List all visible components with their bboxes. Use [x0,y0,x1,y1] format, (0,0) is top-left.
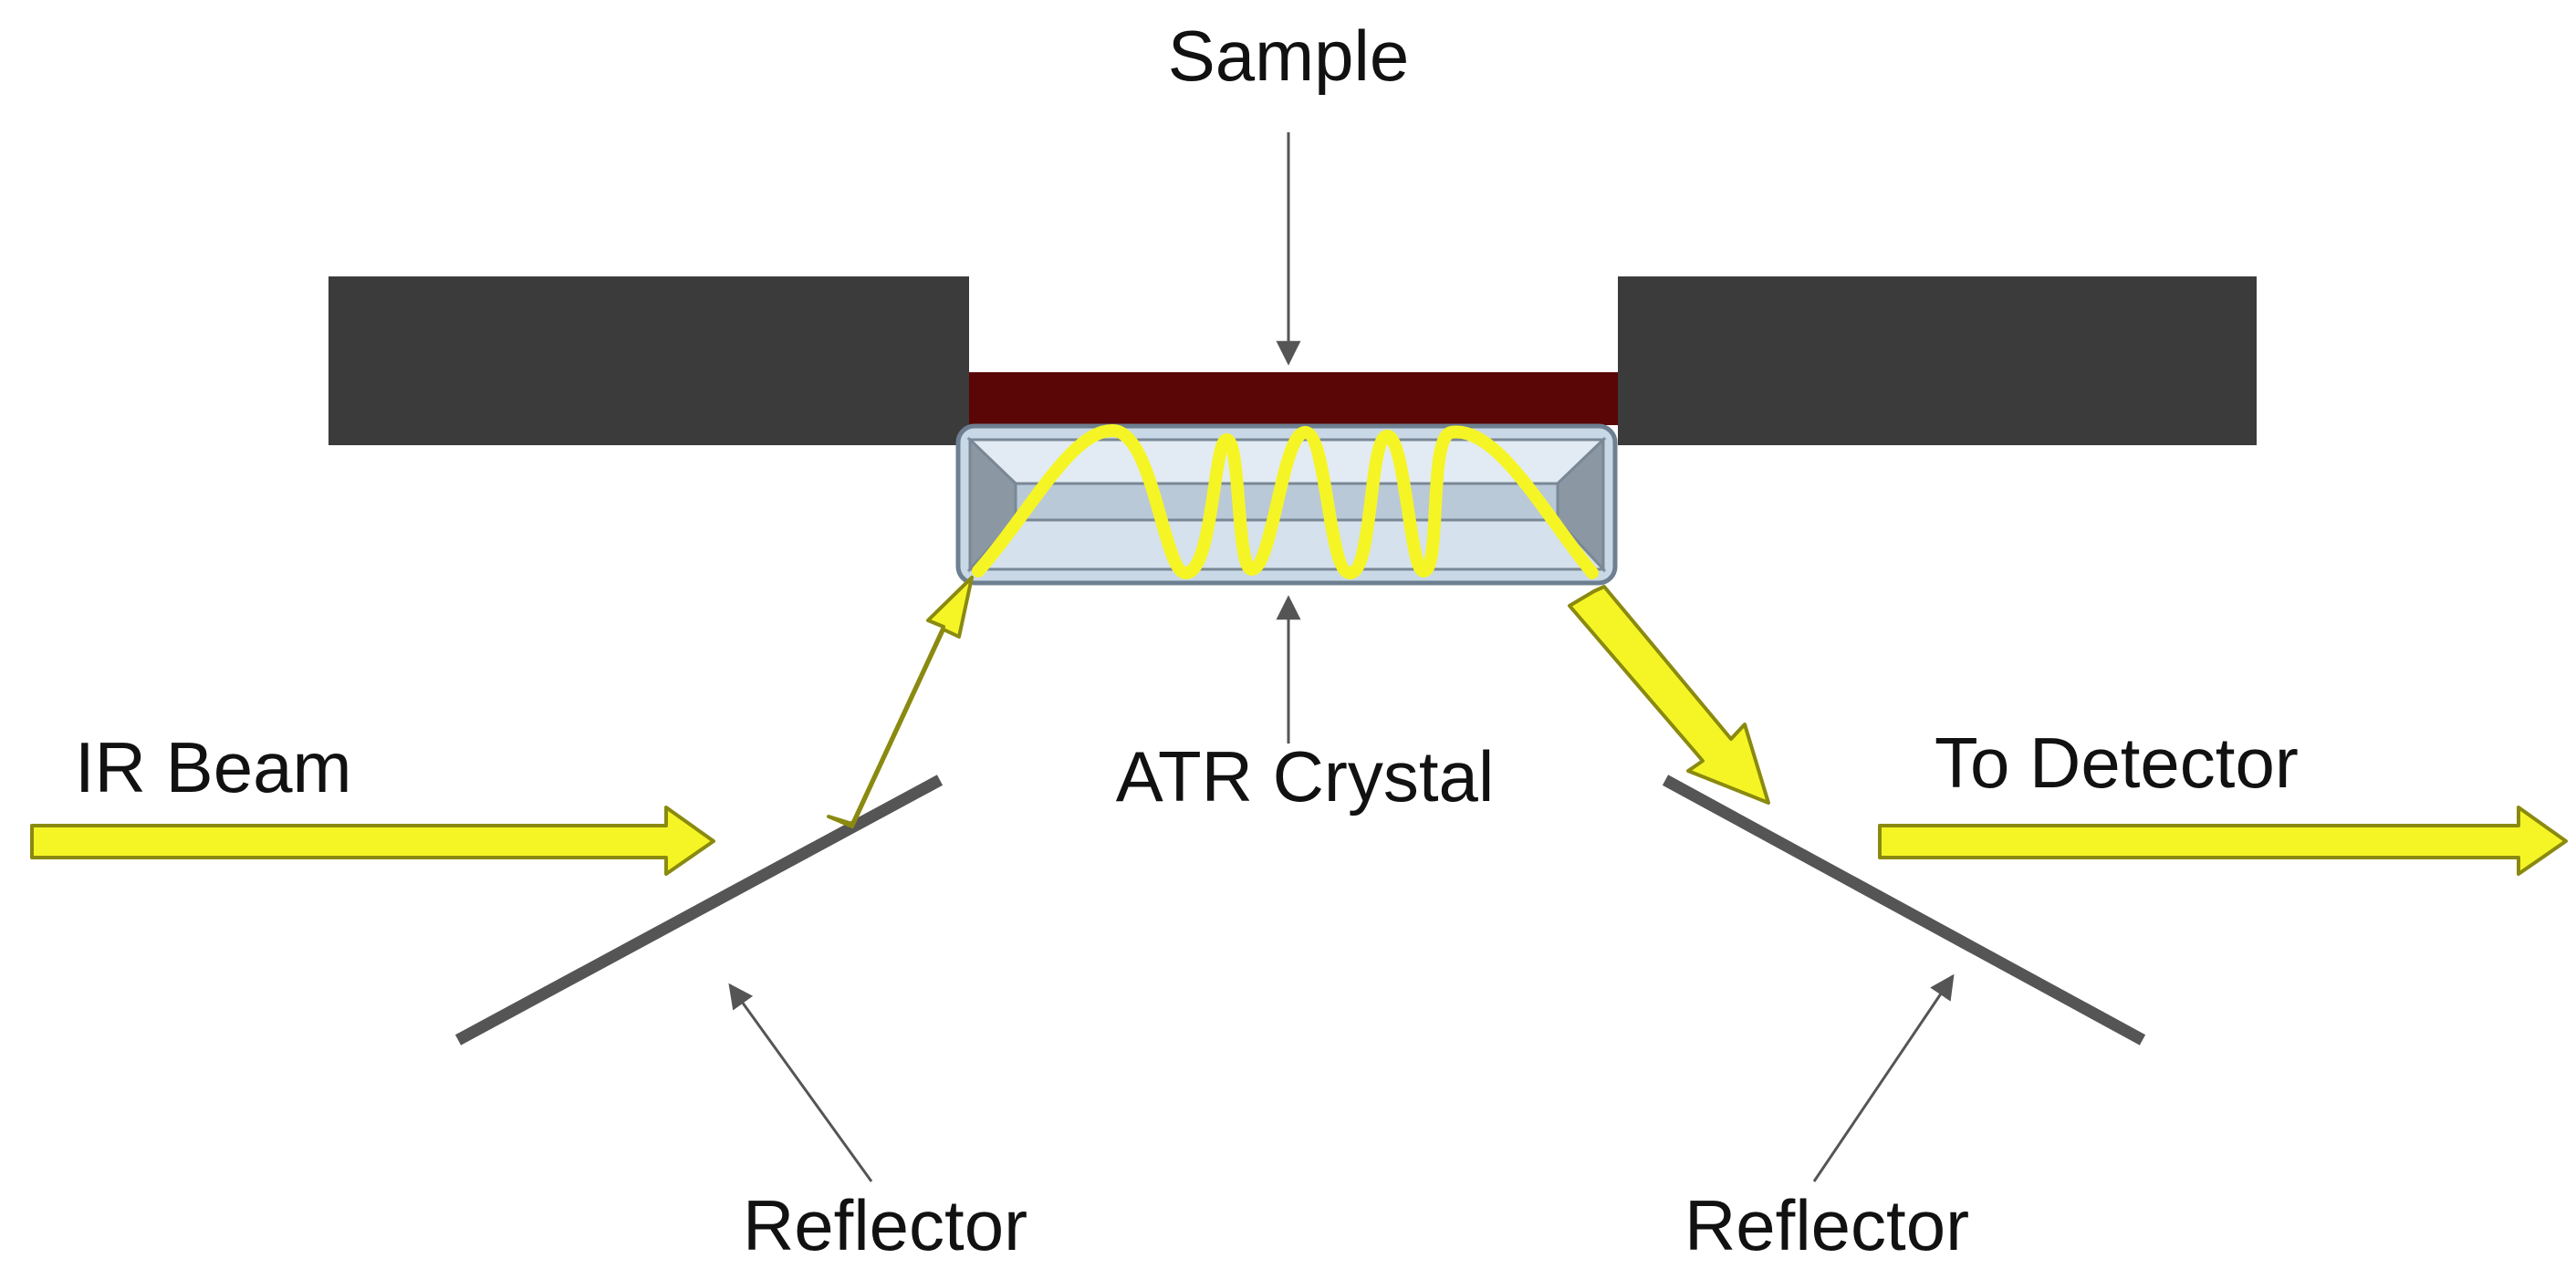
reflector-left [454,775,944,1045]
to-detector-arrow [1878,806,2568,876]
sample-layer [969,372,1618,425]
internal-reflection-beam [972,424,1599,579]
reflector-right-pointer [1812,973,1955,1182]
atr-crystal-label: ATR Crystal [1116,736,1495,817]
sample-label: Sample [1168,16,1409,96]
reflector-right [1662,775,2146,1045]
reflector-left-label: Reflector [743,1185,1027,1265]
holder-left [329,276,969,445]
atr-crystal [955,423,1618,586]
to-detector-label: To Detector [1935,723,2299,803]
holder-right [1618,276,2257,445]
beam-to-reflector-arrow [1568,585,1770,805]
beam-to-crystal-arrow [827,576,974,828]
ir-beam-label: IR Beam [75,727,351,807]
ir-beam-arrow [30,806,715,876]
reflector-right-label: Reflector [1684,1185,1969,1265]
reflector-left-pointer [728,983,873,1182]
